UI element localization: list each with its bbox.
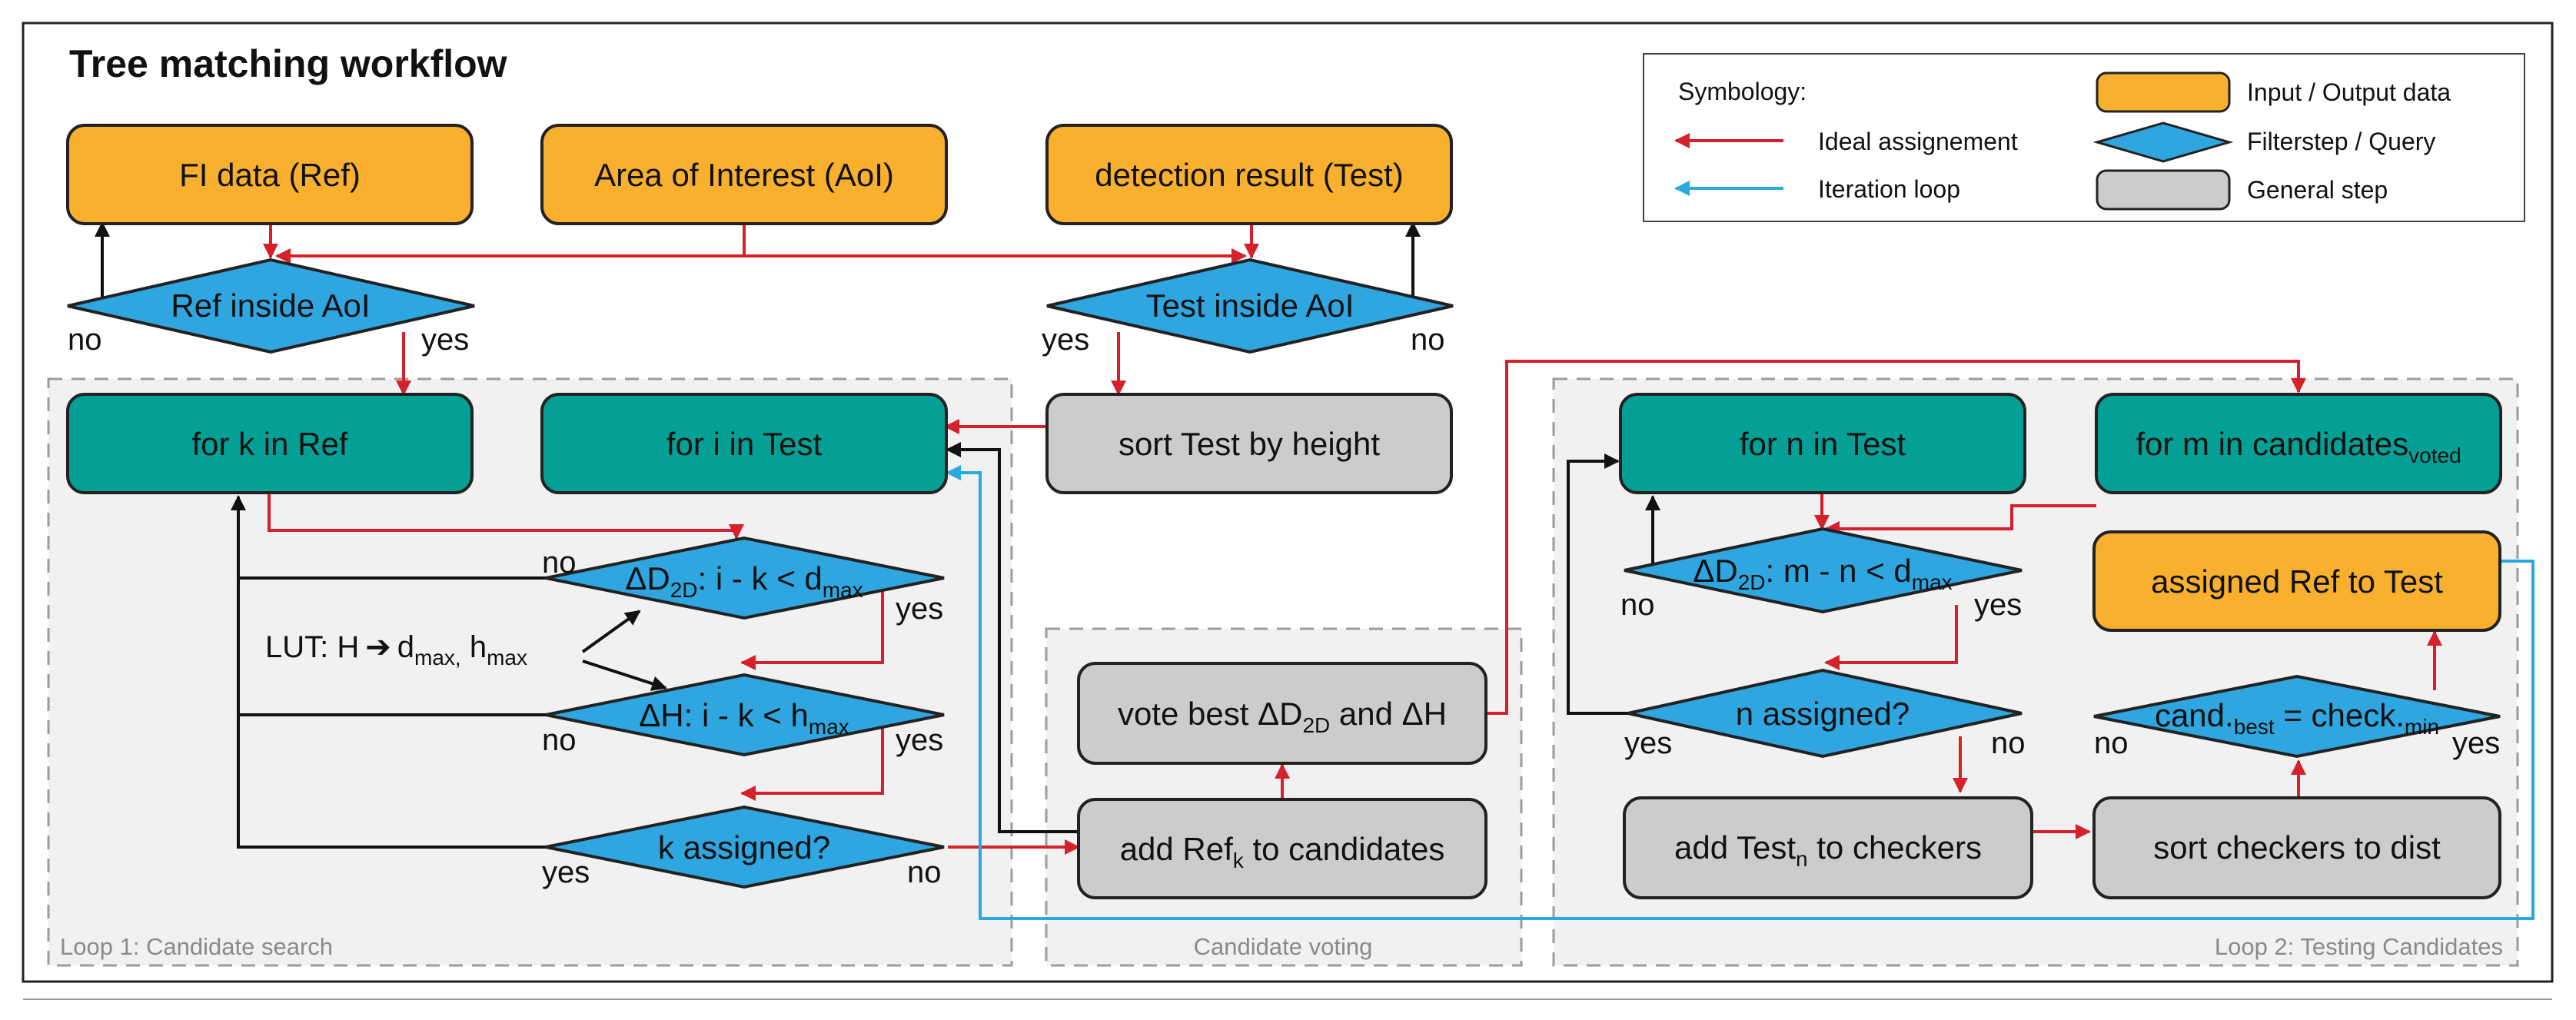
label-d2d-1-no: no bbox=[542, 546, 577, 580]
node-ref-inside: Ref inside AoI bbox=[67, 257, 475, 354]
nodes: FI data (Ref) Area of Interest (AoI) det… bbox=[66, 124, 2502, 899]
node-for-n: for n in Test bbox=[1619, 393, 2026, 494]
node-n-assigned: n assigned? bbox=[1627, 668, 2023, 759]
node-assigned-label: assigned Ref to Test bbox=[2151, 563, 2443, 600]
arrow-n-assigned-yes-back bbox=[1567, 454, 1628, 715]
arrow-assigned-iteration bbox=[946, 465, 2534, 920]
label-test-inside-no: no bbox=[1411, 323, 1445, 357]
node-vote: vote best ΔD2D and ΔH bbox=[1077, 662, 1487, 765]
node-detection: detection result (Test) bbox=[1045, 124, 1453, 225]
node-sort-test-label: sort Test by height bbox=[1118, 426, 1380, 462]
node-d2d-2-label: ΔD2D: m - n < dmax bbox=[1693, 553, 1952, 594]
diagram-title: Tree matching workflow bbox=[69, 42, 507, 85]
label-test-inside-yes: yes bbox=[1042, 323, 1089, 357]
connectors bbox=[95, 221, 2534, 920]
node-k-assigned: k assigned? bbox=[545, 805, 945, 889]
node-for-k-label: for k in Ref bbox=[191, 426, 347, 462]
node-sort-checkers-label: sort checkers to dist bbox=[2153, 829, 2441, 866]
node-aoi: Area of Interest (AoI) bbox=[540, 124, 948, 225]
node-cand-best: cand.best = check.min bbox=[2093, 674, 2501, 759]
node-aoi-label: Area of Interest (AoI) bbox=[594, 157, 894, 193]
node-cand-best-label: cand.best = check.min bbox=[2155, 697, 2439, 739]
arrow-for-k-to-d2d bbox=[268, 493, 744, 540]
legend-general-label: General step bbox=[2247, 176, 2388, 204]
node-detection-label: detection result (Test) bbox=[1095, 157, 1404, 193]
node-dh-label: ΔH: i - k < hmax bbox=[639, 697, 849, 739]
arrow-for-m-to-d2d2 bbox=[1824, 504, 2096, 537]
legend-iteration-label: Iteration loop bbox=[1818, 175, 1960, 203]
legend-heading: Symbology: bbox=[1678, 78, 1807, 105]
node-test-inside: Test inside AoI bbox=[1046, 257, 1454, 354]
node-vote-label: vote best ΔD2D and ΔH bbox=[1118, 696, 1447, 737]
node-d2d-1: ΔD2D: i - k < dmax bbox=[545, 536, 945, 620]
node-d2d-2: ΔD2D: m - n < dmax bbox=[1624, 527, 2023, 614]
node-for-m-label: for m in candidatesvoted bbox=[2136, 426, 2461, 467]
legend-general-swatch bbox=[2096, 169, 2231, 211]
node-dh: ΔH: i - k < hmax bbox=[545, 673, 945, 757]
arrow-d2d-yes-to-dh bbox=[740, 582, 884, 670]
node-for-n-label: for n in Test bbox=[1740, 426, 1906, 462]
arrow-vote-to-for-m bbox=[1487, 360, 2306, 715]
label-d2d-2-no: no bbox=[1620, 588, 1655, 622]
node-fi-data-label: FI data (Ref) bbox=[179, 157, 361, 193]
label-dh-yes: yes bbox=[896, 723, 943, 757]
node-add-test: add Testn to checkers bbox=[1623, 796, 2033, 899]
label-k-assigned-yes: yes bbox=[542, 856, 590, 889]
node-fi-data: FI data (Ref) bbox=[66, 124, 474, 225]
region-loop2-label: Loop 2: Testing Candidates bbox=[2215, 933, 2503, 960]
label-n-assigned-no: no bbox=[1991, 726, 2026, 760]
legend: Symbology: Ideal assignement Iteration l… bbox=[1643, 53, 2525, 222]
label-d2d-1-yes: yes bbox=[896, 592, 943, 626]
node-assigned: assigned Ref to Test bbox=[2092, 530, 2501, 632]
node-sort-test: sort Test by height bbox=[1045, 393, 1453, 494]
legend-filter-label: Filterstep / Query bbox=[2247, 128, 2435, 155]
arrow-d2d2-yes-to-n-assigned bbox=[1824, 605, 1958, 670]
label-dh-no: no bbox=[542, 723, 577, 757]
arrow-lut-to-d2d bbox=[581, 610, 641, 653]
node-add-ref: add Refk to candidates bbox=[1077, 798, 1487, 899]
arrow-k-assigned-yes-back bbox=[231, 495, 546, 849]
node-sort-checkers: sort checkers to dist bbox=[2092, 796, 2501, 899]
node-for-k: for k in Ref bbox=[66, 393, 474, 494]
arrow-add-ref-to-for-i bbox=[946, 442, 1079, 833]
label-ref-inside-yes: yes bbox=[421, 323, 469, 357]
branch-labels: no yes yes no no yes no yes yes no no ye… bbox=[68, 323, 2500, 889]
legend-filter-swatch bbox=[2092, 121, 2234, 163]
node-k-assigned-label: k assigned? bbox=[658, 829, 830, 866]
label-d2d-2-yes: yes bbox=[1974, 588, 2022, 622]
label-n-assigned-yes: yes bbox=[1624, 726, 1672, 760]
node-for-m: for m in candidatesvoted bbox=[2095, 393, 2502, 494]
region-voting-label: Candidate voting bbox=[1194, 933, 1373, 960]
arrow-lut-to-dh bbox=[582, 660, 667, 691]
node-add-test-label: add Testn to checkers bbox=[1674, 829, 1982, 871]
legend-io-label: Input / Output data bbox=[2247, 78, 2451, 106]
region-loop1-label: Loop 1: Candidate search bbox=[60, 933, 333, 960]
node-for-i: for i in Test bbox=[540, 393, 948, 494]
label-k-assigned-no: no bbox=[907, 856, 942, 889]
node-test-inside-label: Test inside AoI bbox=[1146, 287, 1354, 324]
label-cand-best-no: no bbox=[2094, 726, 2129, 760]
node-ref-inside-label: Ref inside AoI bbox=[171, 287, 370, 324]
legend-ideal-label: Ideal assignement bbox=[1818, 128, 2018, 155]
arrow-dh-yes-to-k-assigned bbox=[740, 717, 884, 801]
node-n-assigned-label: n assigned? bbox=[1736, 696, 1910, 732]
node-add-ref-label: add Refk to candidates bbox=[1120, 831, 1445, 872]
node-for-i-label: for i in Test bbox=[666, 426, 823, 462]
lut-label: LUT: H➔dmax, hmax bbox=[265, 630, 527, 669]
label-ref-inside-no: no bbox=[68, 323, 102, 357]
legend-io-swatch bbox=[2096, 71, 2231, 113]
label-cand-best-yes: yes bbox=[2452, 726, 2500, 760]
node-d2d-1-label: ΔD2D: i - k < dmax bbox=[625, 560, 863, 602]
